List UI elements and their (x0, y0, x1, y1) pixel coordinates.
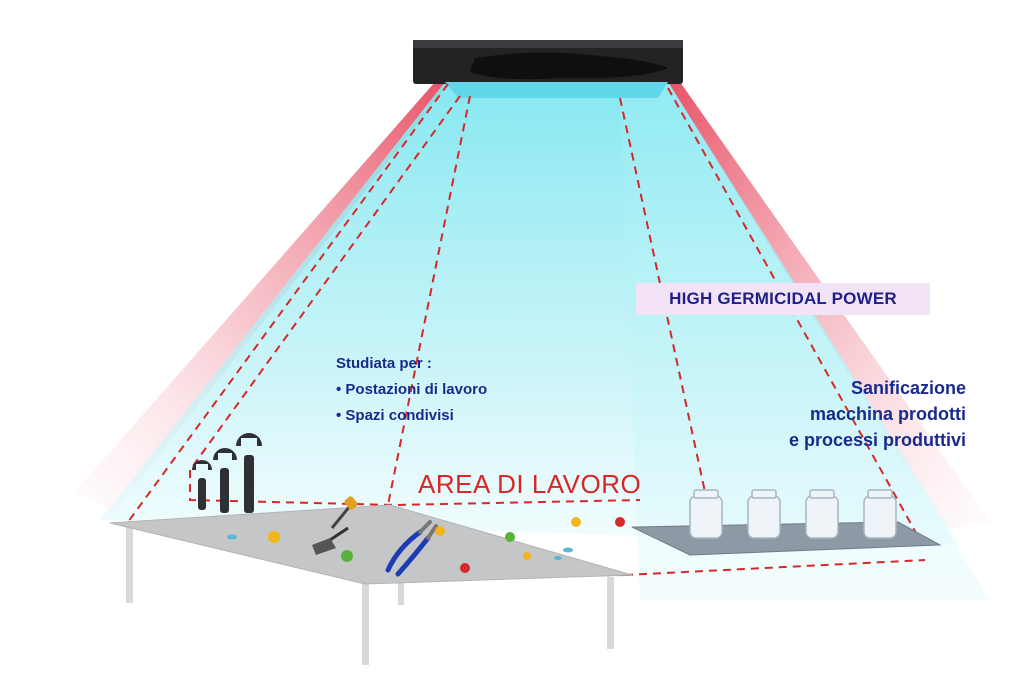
virus-icon (341, 532, 515, 562)
jar-icon (863, 489, 897, 539)
work-area-label: AREA DI LAVORO (418, 469, 642, 499)
pliers-icon (385, 520, 438, 577)
jar-icon (747, 489, 781, 539)
uv-glow-left (75, 82, 450, 512)
uv-lamp-icon (413, 40, 683, 98)
wrench-icon (236, 433, 262, 513)
wrench-icon (213, 448, 237, 513)
sanitization-line: Sanificazione (850, 378, 966, 398)
bacteria-icon (268, 517, 581, 560)
high-germicidal-power-badge: HIGH GERMICIDAL POWER (636, 283, 930, 315)
wrench-icon (192, 460, 212, 510)
uv-light-cone-right (620, 82, 990, 600)
work-table (109, 504, 633, 665)
usage-item: Postazioni di lavoro (336, 377, 487, 403)
microbe-icon (227, 534, 573, 560)
spatula-icon (312, 526, 349, 555)
sanitization-text: Sanificazione macchina prodotti e proces… (720, 375, 966, 453)
usage-heading: Studiata per : (336, 355, 432, 372)
sanitization-line: e processi produttivi (788, 430, 966, 450)
screwdriver-icon (330, 496, 358, 529)
usage-list: Studiata per : Postazioni di lavoro Spaz… (336, 351, 487, 429)
sanitization-line: macchina prodotti (809, 404, 966, 424)
germ-icon (460, 517, 625, 573)
jar-icon (689, 489, 723, 539)
usage-item: Spazi condivisi (336, 403, 487, 429)
jar-icon (805, 489, 839, 539)
